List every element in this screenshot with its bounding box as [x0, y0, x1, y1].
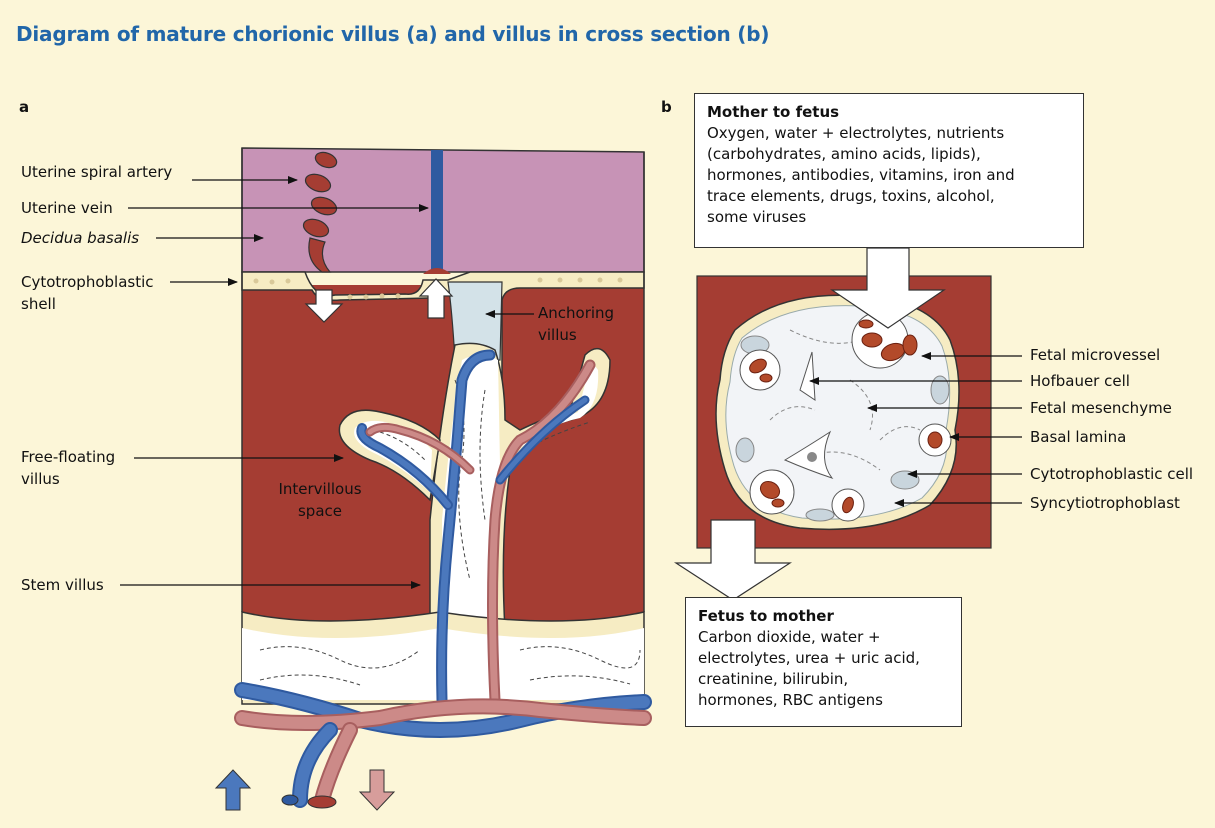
panel-b-letter: b: [661, 98, 672, 116]
uterine-vein: [431, 150, 443, 274]
label-uterine-spiral-artery: Uterine spiral artery: [21, 161, 172, 183]
label-basal-lamina: Basal lamina: [1030, 426, 1126, 448]
label-syncytiotrophoblast: Syncytiotrophoblast: [1030, 492, 1180, 514]
label-free-floating-villus-line2: villus: [21, 468, 60, 490]
mother-to-fetus-line: some viruses: [707, 207, 1071, 228]
fetus-to-mother-heading: Fetus to mother: [698, 606, 949, 627]
label-uterine-vein: Uterine vein: [21, 197, 113, 219]
label-cytotrophoblastic-shell-line2: shell: [21, 293, 56, 315]
fetus-to-mother-line: hormones, RBC antigens: [698, 690, 949, 711]
mother-to-fetus-line: hormones, antibodies, vitamins, iron and: [707, 165, 1071, 186]
label-cytotrophoblastic-cell: Cytotrophoblastic cell: [1030, 463, 1193, 485]
label-decidua-basalis: Decidua basalis: [21, 227, 139, 249]
fetal-artery-arrow: [360, 770, 394, 810]
fetus-to-mother-line: Carbon dioxide, water +: [698, 627, 949, 648]
label-anchoring-villus-line2: villus: [538, 324, 577, 346]
panel-b-illustration: [676, 248, 991, 600]
label-hofbauer-cell: Hofbauer cell: [1030, 370, 1130, 392]
panel-a-letter: a: [19, 98, 29, 116]
mother-to-fetus-line: Oxygen, water + electrolytes, nutrients: [707, 123, 1071, 144]
label-fetal-microvessel: Fetal microvessel: [1030, 344, 1160, 366]
label-free-floating-villus-line1: Free-floating: [21, 446, 115, 468]
label-fetal-mesenchyme: Fetal mesenchyme: [1030, 397, 1172, 419]
fetus-to-mother-line: electrolytes, urea + uric acid,: [698, 648, 949, 669]
mother-to-fetus-line: trace elements, drugs, toxins, alcohol,: [707, 186, 1071, 207]
label-intervillous-space-line1: Intervillous: [265, 478, 375, 500]
fetus-to-mother-line: creatinine, bilirubin,: [698, 669, 949, 690]
fetal-vein-arrow: [216, 770, 250, 810]
mother-to-fetus-line: (carbohydrates, amino acids, lipids),: [707, 144, 1071, 165]
label-cytotrophoblastic-shell-line1: Cytotrophoblastic: [21, 271, 154, 293]
fetus-to-mother-box: Fetus to mother Carbon dioxide, water + …: [685, 597, 962, 727]
mother-to-fetus-heading: Mother to fetus: [707, 102, 1071, 123]
label-stem-villus: Stem villus: [21, 574, 104, 596]
mother-to-fetus-box: Mother to fetus Oxygen, water + electrol…: [694, 93, 1084, 248]
label-anchoring-villus-line1: Anchoring: [538, 302, 614, 324]
label-intervillous-space-line2: space: [265, 500, 375, 522]
